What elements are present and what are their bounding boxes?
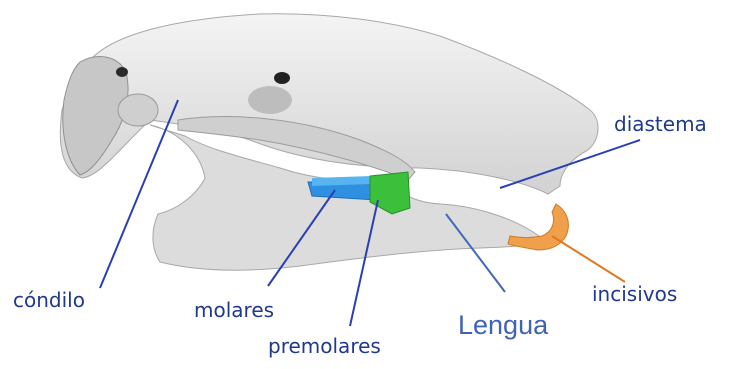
label-diastema: diastema	[614, 114, 707, 134]
foramen-hole	[116, 67, 128, 77]
incisivos-pointer	[552, 236, 625, 282]
foramen-hole	[274, 72, 290, 84]
foramen-hole	[248, 86, 292, 114]
label-condilo: cóndilo	[13, 290, 85, 310]
label-premolares: premolares	[268, 336, 381, 356]
condyle-socket	[118, 94, 158, 126]
label-incisivos: incisivos	[592, 284, 677, 304]
label-lengua: Lengua	[458, 312, 548, 339]
label-molares: molares	[194, 300, 274, 320]
